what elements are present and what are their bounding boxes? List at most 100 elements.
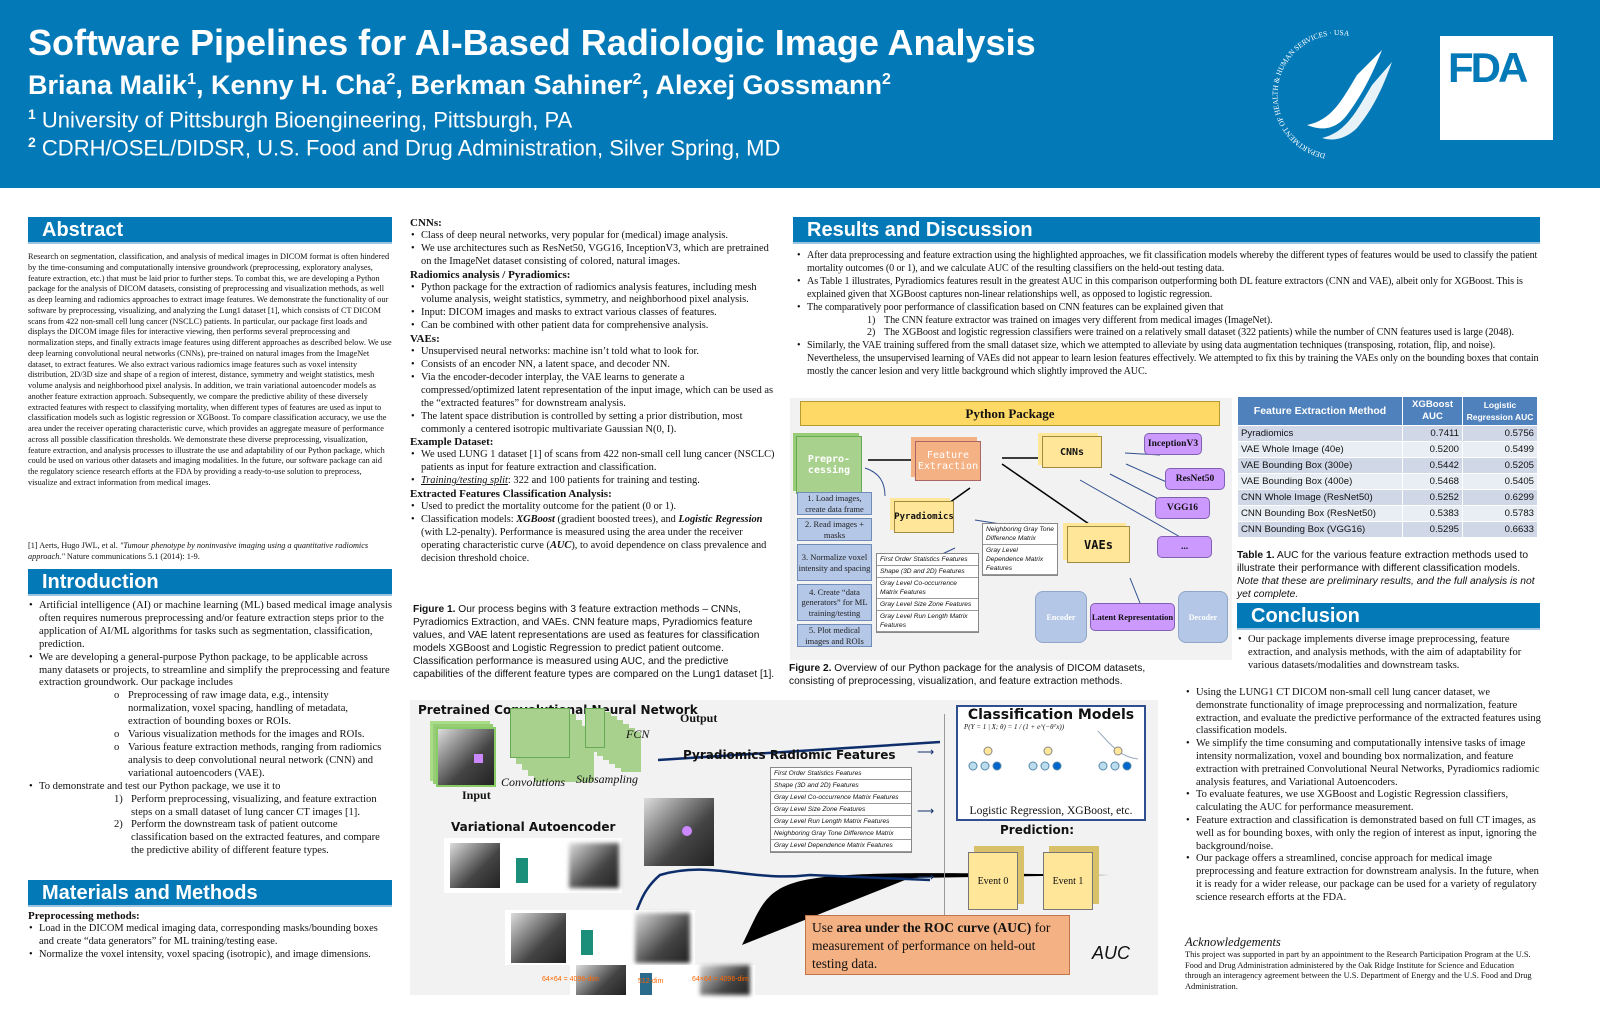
table-1-caption: Table 1. AUC for the various feature ext… xyxy=(1237,550,1535,600)
author-list: Briana Malik1, Kenny H. Cha2, Berkman Sa… xyxy=(28,70,891,101)
dim-label: 64×64 = 4096-dim xyxy=(692,976,749,983)
auc-results-table: Feature Extraction Method XGBoost AUC Lo… xyxy=(1237,396,1538,538)
auc-label: AUC xyxy=(1092,943,1131,963)
affiliation-2: 2 CDRH/OSEL/DIDSR, U.S. Food and Drug Ad… xyxy=(28,134,781,161)
figure-2-caption: Figure 2. Overview of our Python package… xyxy=(789,663,1146,687)
list-item: Input: DICOM images and masks to extract… xyxy=(410,307,780,320)
auc-note-box: Use area under the ROC curve (AUC) for m… xyxy=(805,915,1070,975)
decoder-box: Decoder xyxy=(1178,591,1228,643)
list-item: Consists of an encoder NN, a latent spac… xyxy=(410,359,780,372)
method-cell: CNN Whole Image (ResNet50) xyxy=(1237,489,1403,506)
feature-item: Gray Level Size Zone Features xyxy=(877,599,978,611)
list-item: Feature extraction and classification is… xyxy=(1185,815,1542,853)
logistic-auc-cell: 0.5756 xyxy=(1462,425,1538,442)
feature-item: Gray Level Size Zone Features xyxy=(771,804,911,816)
poster-header: Software Pipelines for AI-Based Radiolog… xyxy=(0,0,1600,188)
list-item: Used to predict the mortality outcome fo… xyxy=(410,501,780,514)
classification-models-title: Classification Models xyxy=(967,707,1135,723)
feature-item: Gray Level Dependence Matrix Features xyxy=(983,545,1057,575)
list-item: We simplify the time consuming and compu… xyxy=(1185,738,1542,789)
list-item: Classification models: XGBoost (gradient… xyxy=(410,514,780,566)
feature-item: Gray Level Co-occurrence Matrix Features xyxy=(771,792,911,804)
pyradiomics-box: Pyradiomics xyxy=(894,501,954,533)
feature-item: Gray Level Dependence Matrix Features xyxy=(771,840,911,852)
feature-extraction-box: Feature Extraction xyxy=(915,441,981,481)
xgboost-auc-cell: 0.5295 xyxy=(1402,521,1463,538)
convolution-layers xyxy=(510,708,570,758)
more-models-box: ... xyxy=(1157,536,1212,558)
feature-item: Gray Level Run Length Matrix Features xyxy=(771,816,911,828)
dim-label: 64×64 = 4096-dim xyxy=(542,976,599,983)
list-item: After data preprocessing and feature ext… xyxy=(796,250,1540,276)
feature-item: First Order Statistics Features xyxy=(877,554,978,566)
list-item: The latent space distribution is control… xyxy=(410,411,780,437)
inceptionv3-box: InceptionV3 xyxy=(1144,433,1202,455)
preprocessing-box: Prepro- cessing xyxy=(796,436,862,494)
vae-plot-row-3 xyxy=(570,965,755,995)
figure-1-caption: Figure 1. Our process begins with 3 feat… xyxy=(413,604,775,680)
subheading: Example Dataset: xyxy=(410,436,494,449)
list-item: Load in the DICOM medical imaging data, … xyxy=(28,923,392,949)
list-item: Using the LUNG1 CT DICOM non-small cell … xyxy=(1185,687,1542,738)
classification-models-subtitle: Logistic Regression, XGBoost, etc. xyxy=(969,805,1133,817)
author: Briana Malik1, xyxy=(28,70,211,100)
encoder-box: Encoder xyxy=(1035,591,1087,643)
subheading: Preprocessing methods: xyxy=(28,910,140,922)
section-header-abstract: Abstract xyxy=(28,217,392,244)
classification-models-box: Classification Models P(Y = 1 | X; θ) = … xyxy=(956,705,1146,821)
feature-item: First Order Statistics Features xyxy=(771,768,911,780)
step-item: 3. Normalize voxel intensity and spacing xyxy=(797,544,872,581)
author: Alexej Gossmann2 xyxy=(655,70,891,100)
logistic-auc-cell: 0.5783 xyxy=(1462,505,1538,522)
list-item: Training/testing split: 322 and 100 pati… xyxy=(410,475,780,488)
prediction-label: Prediction: xyxy=(1000,823,1075,837)
method-cell: VAE Whole Image (40e) xyxy=(1237,441,1403,458)
svg-text:DEPARTMENT OF HEALTH & HUMAN S: DEPARTMENT OF HEALTH & HUMAN SERVICES · … xyxy=(1270,28,1350,161)
list-item: Python package for the extraction of rad… xyxy=(410,282,780,308)
section-header-conclusion: Conclusion xyxy=(1237,603,1540,630)
fcn-label: FCN xyxy=(626,727,650,741)
list-item: Class of deep neural networks, very popu… xyxy=(410,230,780,243)
abstract-reference: [1] Aerts, Hugo JWL, et al. "Tumour phen… xyxy=(28,541,369,561)
vgg16-box: VGG16 xyxy=(1155,497,1210,519)
step-item: 2. Read images + masks xyxy=(797,518,872,541)
vae-plot-row-2 xyxy=(505,910,695,965)
feature-item: Shape (3D and 2D) Features xyxy=(877,566,978,578)
list-item: Can be combined with other patient data … xyxy=(410,320,780,333)
cnns-box: CNNs xyxy=(1042,436,1102,468)
subsampling-layers xyxy=(585,708,605,748)
arrow-icon: ⟶ xyxy=(917,745,935,759)
affiliation-1: 1 University of Pittsburgh Bioengineerin… xyxy=(28,106,573,133)
feature-item: Gray Level Run Length Matrix Features xyxy=(877,611,978,632)
introduction-body: Artificial intelligence (AI) or machine … xyxy=(28,600,392,858)
column-header: Logistic Regression AUC xyxy=(1462,396,1538,426)
list-item: As Table 1 illustrates, Pyradiomics feat… xyxy=(796,276,1540,302)
feature-item: Neighboring Gray Tone Difference Matrix xyxy=(983,524,1057,545)
conclusion-first-item: Our package implements diverse image pre… xyxy=(1237,634,1542,672)
numbered-item: 2)The XGBoost and logistic regression cl… xyxy=(867,327,1514,339)
logistic-formula: P(Y = 1 | X; θ) = 1 / (1 + e^(−θᵀx)) xyxy=(964,723,1065,731)
list-item: To evaluate features, we use XGBoost and… xyxy=(1185,789,1542,815)
acknowledgements-title: Acknowledgements xyxy=(1185,935,1281,949)
pyradiomics-ct-image xyxy=(644,798,714,866)
acknowledgements-body: This project was supported in part by an… xyxy=(1185,950,1532,991)
vae-plot-row-1 xyxy=(444,838,622,893)
figure-2-diagram: Python Package Prepro- cessing Feature E… xyxy=(790,398,1232,660)
author: Berkman Sahiner2, xyxy=(410,70,656,100)
list-item: Our package offers a streamlined, concis… xyxy=(1185,853,1542,904)
list-item: We use architectures such as ResNet50, V… xyxy=(410,243,780,269)
xgboost-auc-cell: 0.5468 xyxy=(1402,473,1463,490)
preprocessing-steps: 1. Load images, create data frame 2. Rea… xyxy=(797,492,872,647)
resnet50-box: ResNet50 xyxy=(1165,468,1225,490)
subheading: VAEs: xyxy=(410,333,440,346)
method-cell: VAE Bounding Box (300e) xyxy=(1237,457,1403,474)
pyradiomics-title: Pyradiomics Radiomic Features xyxy=(683,748,896,762)
